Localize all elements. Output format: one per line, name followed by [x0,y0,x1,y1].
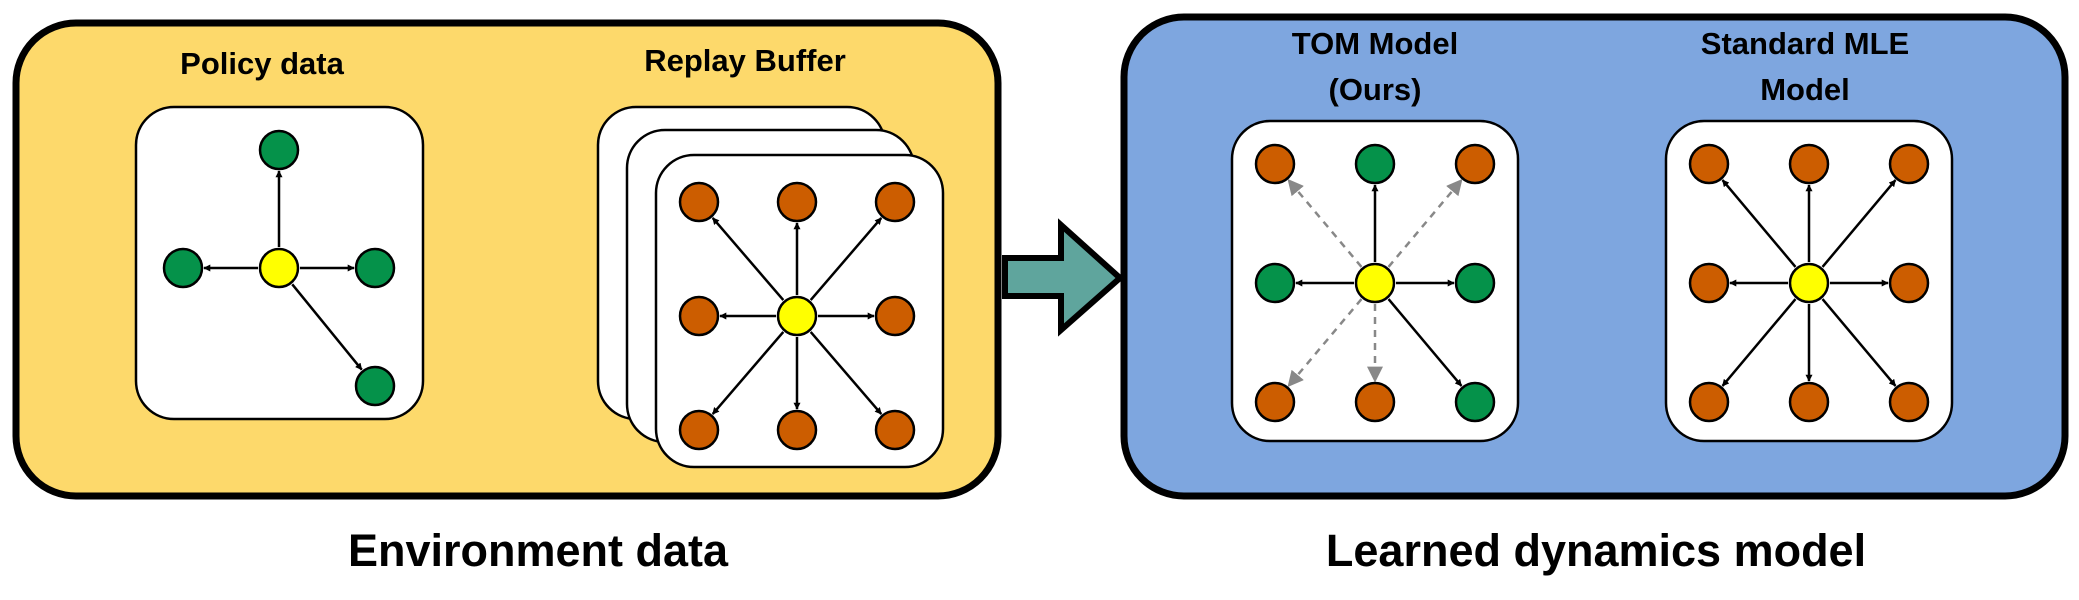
solid-edge-ne [809,217,883,301]
center-state-node [258,247,300,289]
replay-node-e [874,295,916,337]
replay-node-se [1888,381,1930,423]
center-state-node [1354,262,1396,304]
replay-node-w [1688,262,1730,304]
replay-node-ne [874,181,916,223]
tom-nodes [1254,143,1496,423]
replay-node-e [1888,262,1930,304]
replay-node-n [776,181,818,223]
center-state-node [776,295,818,337]
tom-model-label: TOM Model(Ours) [1292,26,1458,107]
replay-node-sw [1688,381,1730,423]
tom-edges [1287,178,1463,388]
dashed-edge-ne [1387,178,1463,268]
replay-buffer-label: Replay Buffer [644,43,846,78]
replay-node-ne [1888,143,1930,185]
center-state-node [1788,262,1830,304]
replay-node-nw [1688,143,1730,185]
solid-edge-se [1387,298,1463,387]
replay-node-s [1788,381,1830,423]
solid-edge-se [1821,298,1897,387]
solid-edge-nw [1721,179,1797,268]
environment-data-caption: Environment data [348,525,729,576]
mle-nodes [1688,143,1930,423]
solid-edge-se [809,331,883,415]
replay-node-s [1354,381,1396,423]
policy-data-graph [162,129,396,407]
policy-node-w [162,247,204,289]
solid-edge-sw [1721,298,1797,387]
replay-node-sw [678,409,720,451]
replay-node-nw [678,181,720,223]
policy-edges [203,170,363,371]
replay-node-ne [1454,143,1496,185]
replay-node-nw [1254,143,1296,185]
solid-edge-nw [711,217,785,301]
policy-node-se [354,365,396,407]
dashed-edge-nw [1287,178,1363,268]
replay-node-sw [1254,381,1296,423]
policy-node-n [1354,143,1396,185]
replay-node-s [776,409,818,451]
replay-node-w [678,295,720,337]
policy-node-e [354,247,396,289]
replay-node-se [874,409,916,451]
solid-edge-sw [711,331,785,415]
policy-nodes [162,129,396,407]
replay-nodes [678,181,916,451]
mle-edges [1721,179,1897,387]
standard-mle-graph [1688,143,1930,423]
policy-node-w [1254,262,1296,304]
policy-node-se [1454,381,1496,423]
policy-data-label: Policy data [180,46,344,81]
dashed-edge-sw [1287,298,1363,388]
policy-node-e [1454,262,1496,304]
policy-node-n [258,129,300,171]
learned-dynamics-model-caption: Learned dynamics model [1326,525,1866,576]
solid-edge-ne [1821,179,1897,268]
replay-buffer-graph [678,181,916,451]
replay-edges [711,217,883,415]
transition-arrow [1002,218,1125,337]
solid-edge-se [291,283,363,371]
replay-node-n [1788,143,1830,185]
tom-model-graph [1254,143,1496,423]
